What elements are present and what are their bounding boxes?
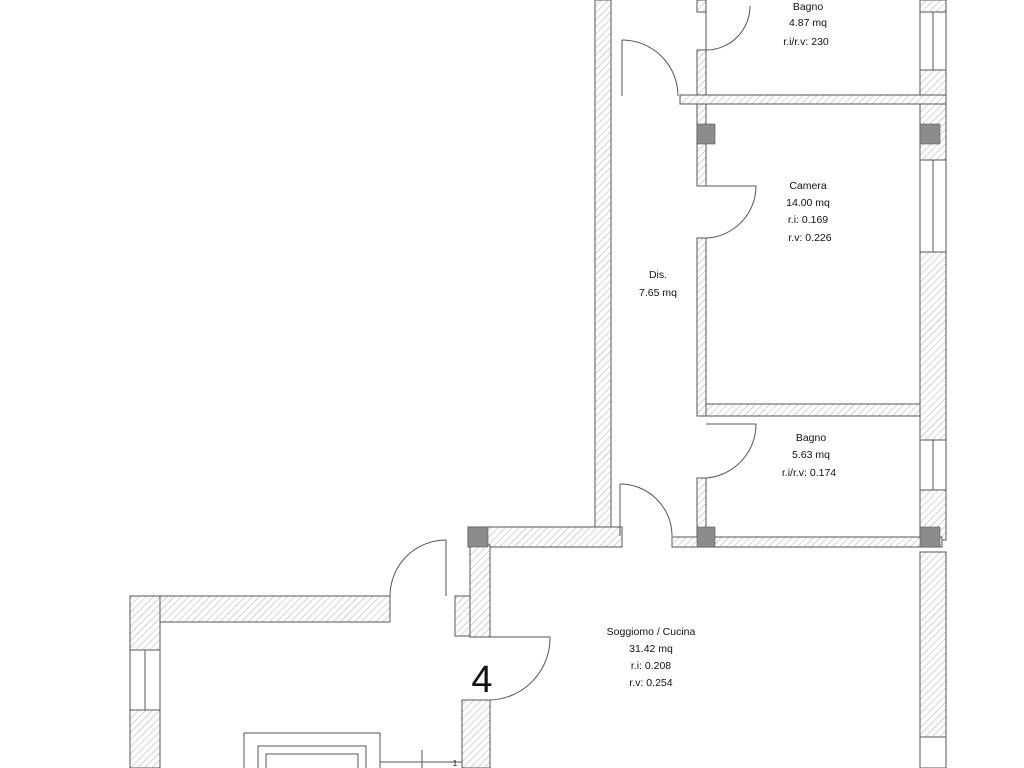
room-dis: Dis. 7.65 mq [639, 269, 677, 299]
room-bagno-mid-ratio: r.i/r.v: 0.174 [782, 467, 836, 479]
room-soggiorno-name: Soggiomo / Cucina [607, 626, 696, 638]
door-bagno-top [705, 5, 751, 51]
room-bagno-mid-name: Bagno [796, 432, 827, 444]
room-camera-area: 14.00 mq [786, 197, 830, 209]
wall-exterior-right [919, 69, 947, 161]
pillar-2 [919, 123, 941, 145]
wall-left-side [129, 595, 161, 651]
wall-exterior-right-4 [919, 551, 947, 738]
unit-number: 4 [471, 659, 492, 701]
room-soggiorno-ri: r.i: 0.208 [631, 660, 671, 672]
wall-partition-1 [679, 94, 947, 105]
door-corridor-bottom [619, 483, 673, 537]
room-dis-area: 7.65 mq [639, 287, 677, 299]
room-bagno-top-name: Bagno [793, 1, 824, 13]
wall-rooms-left-1 [696, 49, 707, 96]
wall-left-side-2 [129, 709, 161, 768]
room-bagno-top-ratio: r.i/r.v: 230 [783, 36, 829, 48]
wall-entrance-right [469, 544, 491, 638]
room-camera-rv: r.v: 0.226 [788, 232, 831, 244]
room-bagno-mid: Bagno 5.63 mq r.i/r.v: 0.174 [782, 432, 836, 479]
room-bagno-mid-area: 5.63 mq [792, 449, 830, 461]
wall-rooms-left-2 [696, 103, 707, 187]
pillar-5 [919, 526, 941, 548]
door-bagno-mid [705, 423, 757, 479]
room-camera-ri: r.i: 0.169 [788, 214, 828, 226]
pillars [467, 123, 941, 548]
door-corridor-top [621, 39, 679, 97]
door-entrance-upper [389, 539, 447, 597]
room-camera-name: Camera [789, 180, 827, 192]
room-camera: Camera 14.00 mq r.i: 0.169 r.v: 0.226 [786, 180, 832, 244]
doors [389, 5, 757, 701]
door-camera [705, 185, 757, 239]
stair-mark: 1 [453, 759, 458, 768]
wall-corridor-left [594, 0, 612, 546]
pillar-3 [467, 526, 489, 548]
wall-entrance-right-2 [461, 699, 491, 768]
room-soggiorno: Soggiomo / Cucina 31.42 mq r.i: 0.208 r.… [607, 626, 696, 689]
wall-rooms-left-top [696, 0, 707, 13]
pillar-4 [696, 526, 716, 548]
room-bagno-top: Bagno 4.87 mq r.i/r.v: 230 [783, 1, 829, 48]
pillar-1 [696, 123, 716, 145]
room-soggiorno-rv: r.v: 0.254 [629, 677, 672, 689]
room-soggiorno-area: 31.42 mq [629, 643, 673, 655]
window-living-right [919, 736, 947, 768]
wall-exterior-right-upper [919, 0, 947, 13]
wall-rooms-left-3 [696, 237, 707, 417]
door-entrance-lower [489, 636, 551, 701]
stair-symbol [243, 732, 462, 768]
room-dis-name: Dis. [649, 269, 667, 281]
wall-living-top [467, 526, 623, 548]
room-bagno-top-area: 4.87 mq [789, 17, 827, 29]
wall-entrance-stub [454, 595, 471, 637]
wall-living-top-2 [671, 536, 943, 548]
walls [129, 0, 947, 768]
wall-exterior-right-2 [919, 251, 947, 441]
wall-partition-2 [705, 403, 921, 417]
windows [129, 11, 947, 768]
wall-left-top [129, 595, 391, 623]
